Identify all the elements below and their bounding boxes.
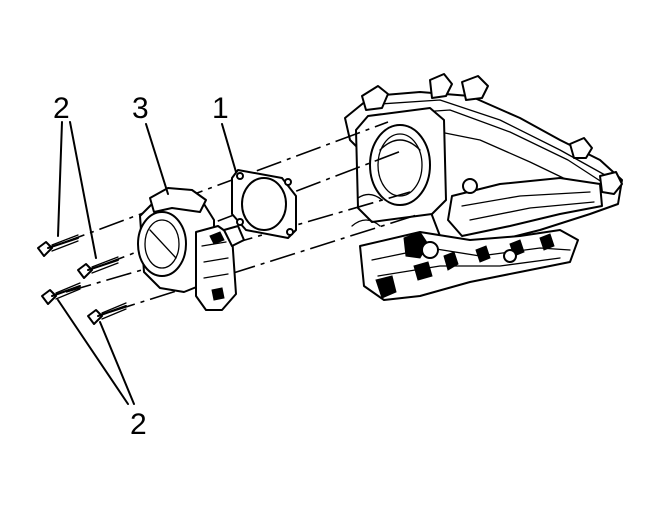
bolt — [77, 256, 119, 279]
intake-manifold — [344, 73, 623, 301]
bolt — [87, 302, 127, 325]
leader-lines — [57, 121, 237, 405]
callout-bolts-top: 2 — [53, 92, 70, 125]
callout-gasket: 1 — [212, 92, 229, 125]
bolt — [37, 234, 79, 257]
callout-throttle-body: 3 — [132, 92, 149, 125]
mounting-bolts — [37, 234, 127, 325]
callout-bolts-bottom: 2 — [130, 408, 147, 441]
throttle-body-gasket — [231, 169, 297, 239]
bolt — [41, 282, 81, 305]
throttle-body — [137, 187, 245, 311]
